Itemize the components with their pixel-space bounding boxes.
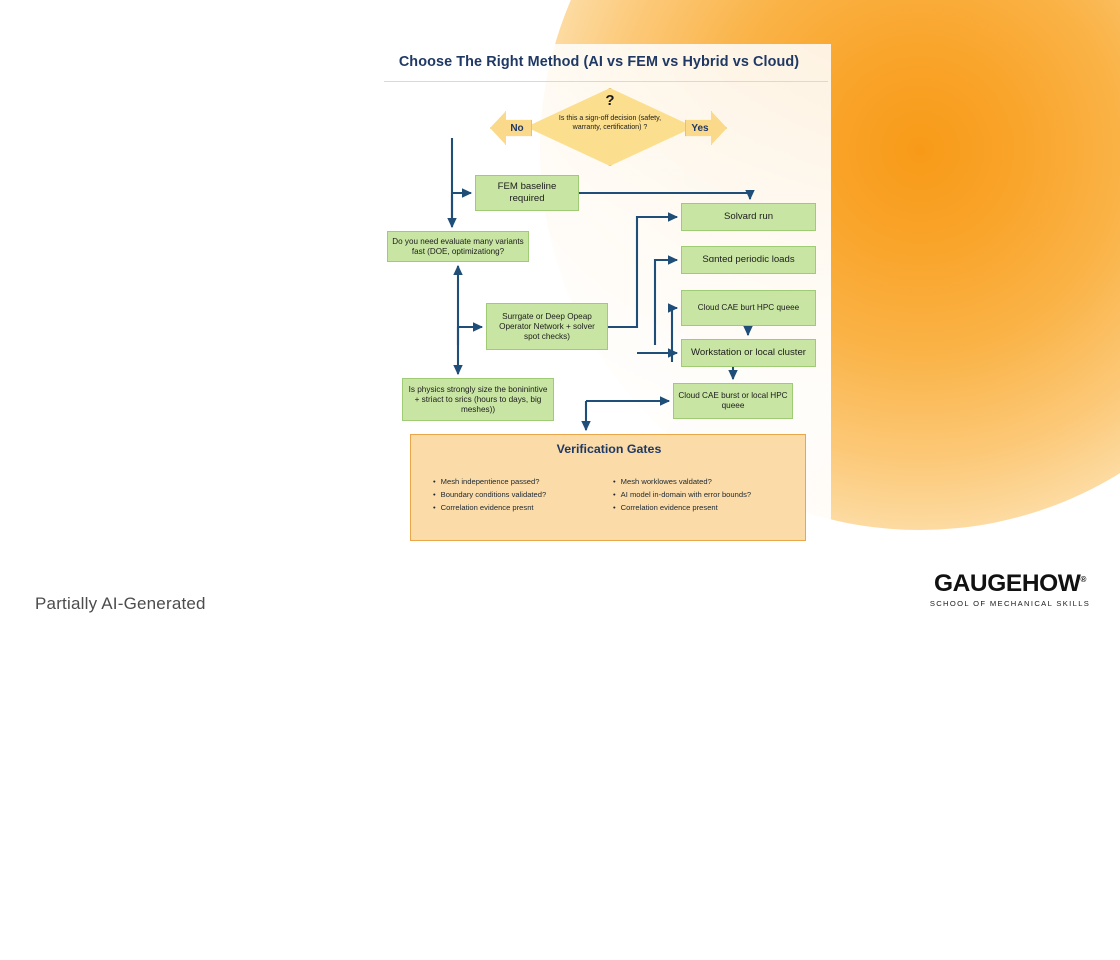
decision-diamond: ? Is this a sign-off decision (safety, w…	[526, 88, 694, 166]
node-solvard-run[interactable]: Solvard run	[681, 203, 816, 231]
gate-item: AI model in-domain with error bounds?	[613, 488, 803, 501]
slide-title: Choose The Right Method (AI vs FEM vs Hy…	[398, 54, 800, 70]
verification-gates-title: Verification Gates	[556, 442, 662, 456]
gate-item: Mesh worklowes valdated?	[613, 475, 803, 488]
node-fem-baseline[interactable]: FEM baseline required	[475, 175, 579, 211]
logo-wordmark: GAUGEHOW®	[924, 570, 1096, 597]
ai-generated-note: Partially AI-Generated	[35, 594, 206, 613]
node-variants-question[interactable]: Do you need evaluate many variants fast …	[387, 231, 529, 262]
node-cloud-cae-hpc[interactable]: Cloud CAE burt HPC queee	[681, 290, 816, 326]
node-workstation-cluster[interactable]: Workstation or local cluster	[681, 339, 816, 367]
title-divider	[384, 81, 828, 82]
node-physics-question[interactable]: Is physics strongly size the boninintive…	[402, 378, 554, 421]
gate-item: Mesh indepentience passed?	[433, 475, 613, 488]
node-periodic-loads[interactable]: Sɑnted periodic loads	[681, 246, 816, 274]
gates-left-column: Mesh indepentience passed? Boundary cond…	[433, 475, 613, 514]
gaugehow-logo: GAUGEHOW® SCHOOL OF MECHANICAL SKILLS	[924, 570, 1096, 608]
question-mark-icon: ?	[605, 92, 615, 109]
node-surrogate-network[interactable]: Surrgate or Deep Opeap Operator Network …	[486, 303, 608, 350]
logo-subtitle: SCHOOL OF MECHANICAL SKILLS	[929, 598, 1091, 608]
gates-right-column: Mesh worklowes valdated? AI model in-dom…	[613, 475, 803, 514]
verification-gates-panel: Verification Gates Mesh indepentience pa…	[410, 434, 806, 541]
registered-trademark-icon: ®	[1080, 574, 1087, 584]
gate-item: Boundary conditions validated?	[433, 488, 613, 501]
node-cloud-burst-hpc[interactable]: Cloud CAE burst or local HPC queee	[673, 383, 793, 419]
logo-word-text: GAUGEHOW	[933, 570, 1081, 597]
decision-question-text: Is this a sign-off decision (safety, war…	[558, 114, 662, 132]
gate-item: Correlation evidence presnt	[433, 501, 613, 514]
gate-item: Correlation evidence present	[613, 501, 803, 514]
